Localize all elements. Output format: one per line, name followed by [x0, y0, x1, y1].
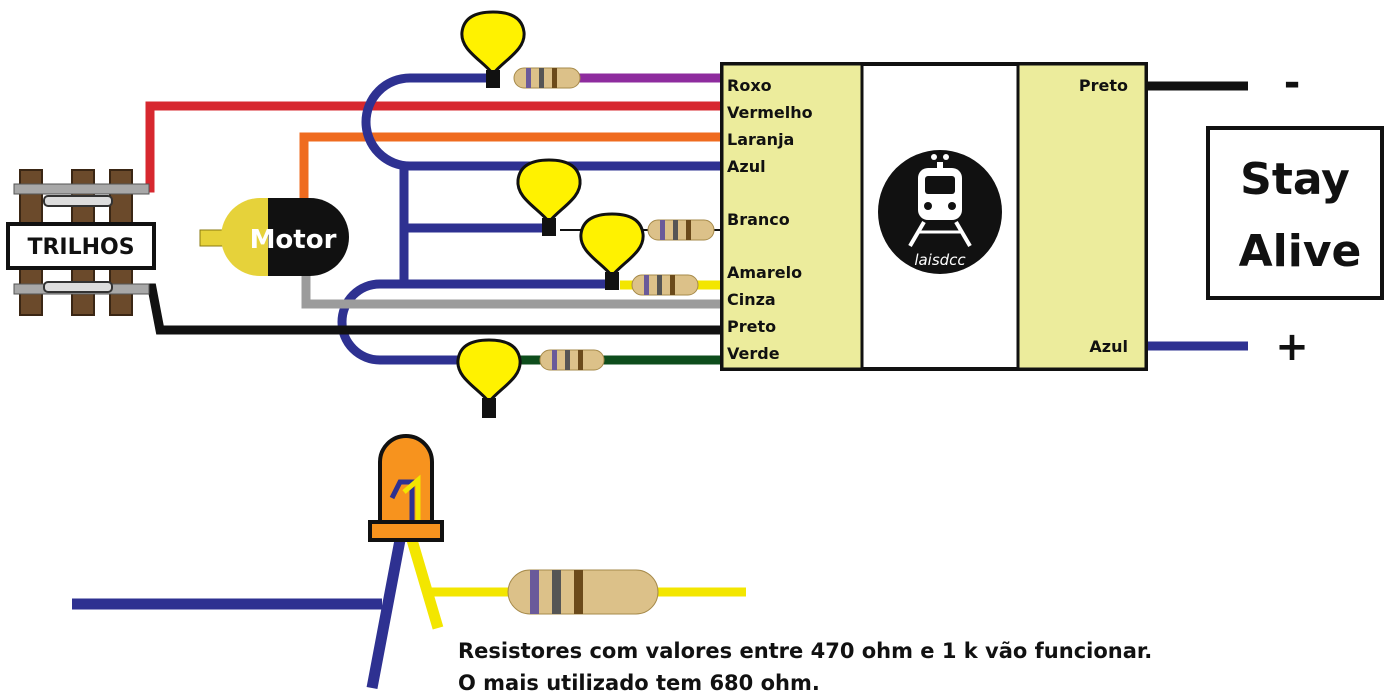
orange-wire — [299, 132, 722, 205]
bulb-middle-2 — [579, 212, 645, 290]
pin-label-cinza: Cinza — [727, 290, 776, 309]
stay-alive-line2: Alive — [1239, 226, 1362, 277]
blue-wire-bottom — [337, 279, 490, 365]
right-pin-label-azul: Azul — [1089, 337, 1128, 356]
resistor-2 — [647, 219, 715, 241]
decoder-pin-labels: Roxo Vermelho Laranja Azul Branco Amarel… — [727, 76, 813, 363]
led-detail — [72, 434, 746, 690]
stay-alive: Stay Alive - + — [1206, 60, 1384, 370]
pin-label-roxo: Roxo — [727, 76, 772, 95]
pin-label-azul: Azul — [727, 157, 766, 176]
minus-sign: - — [1284, 60, 1301, 106]
gray-wire — [301, 272, 722, 309]
stay-alive-line1: Stay — [1240, 154, 1350, 205]
decoder: Roxo Vermelho Laranja Azul Branco Amarel… — [720, 62, 1148, 371]
train-logo: laisdcc — [878, 150, 1002, 274]
pin-label-preto: Preto — [727, 317, 776, 336]
led-body — [378, 434, 434, 524]
red-wire — [143, 101, 722, 193]
rails: TRILHOS — [6, 169, 156, 316]
black-wire — [143, 283, 722, 335]
plus-sign: + — [1275, 324, 1309, 370]
pin-label-verde: Verde — [727, 344, 780, 363]
note-line2: O mais utilizado tem 680 ohm. — [458, 671, 820, 695]
resistor-4 — [539, 349, 605, 371]
motor-label: Motor — [250, 225, 337, 255]
right-pin-label-preto: Preto — [1079, 76, 1128, 95]
logo-text: laisdcc — [914, 251, 966, 269]
pin-label-laranja: Laranja — [727, 130, 794, 149]
pin-label-vermelho: Vermelho — [727, 103, 813, 122]
pin-label-branco: Branco — [727, 210, 790, 229]
motor: Motor — [199, 198, 349, 276]
resistor-3 — [631, 274, 699, 296]
note-line1: Resistores com valores entre 470 ohm e 1… — [458, 639, 1152, 663]
rails-label: TRILHOS — [27, 235, 134, 260]
blue-wire-top — [361, 73, 722, 171]
bulb-top — [460, 10, 526, 88]
pin-label-amarelo: Amarelo — [727, 263, 802, 282]
bulb-bottom — [456, 338, 522, 418]
resistor-1 — [513, 67, 581, 89]
bulb-middle-1 — [516, 158, 582, 236]
